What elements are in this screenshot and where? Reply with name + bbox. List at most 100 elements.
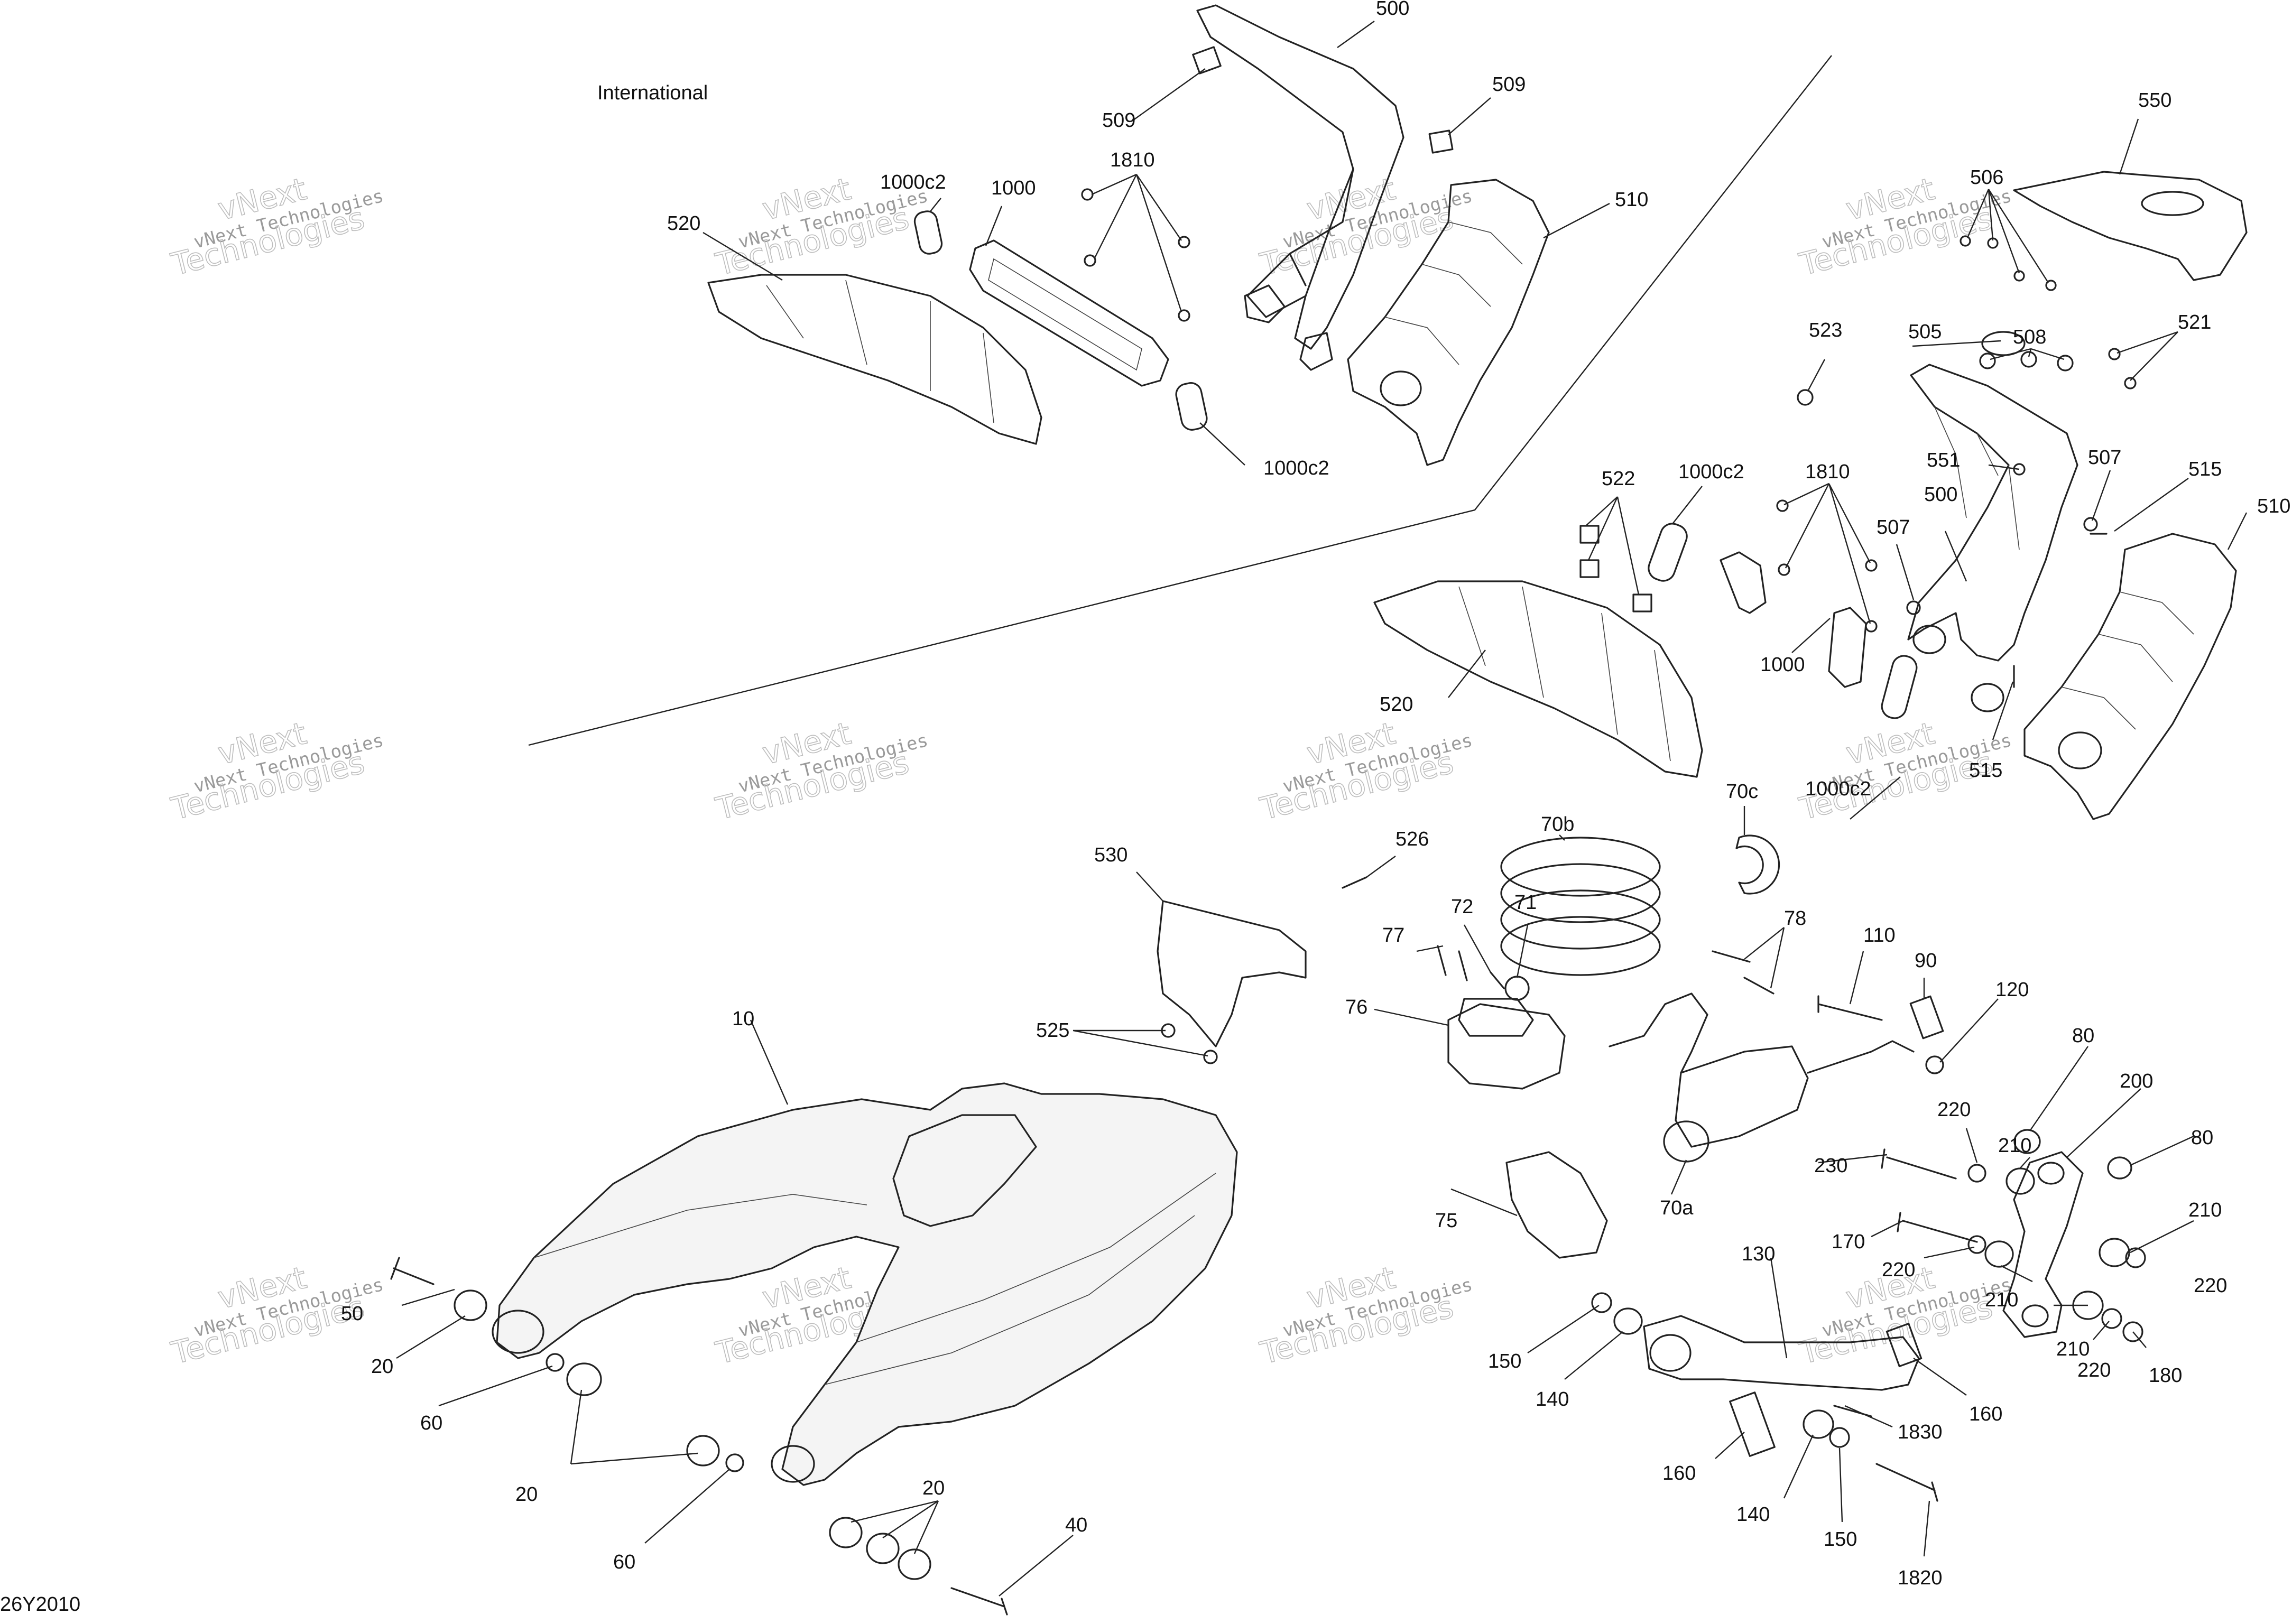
- callout-200: 200: [2120, 1070, 2153, 1092]
- watermark: vNext Technologies vNext Technologies: [711, 714, 930, 827]
- part-20-bearing: [454, 1289, 487, 1321]
- part-550-cover-hole: [2141, 191, 2204, 216]
- part-506-screw: [2013, 270, 2025, 282]
- callout-20: 20: [922, 1477, 945, 1499]
- callout-220: 220: [2077, 1359, 2111, 1381]
- callout-60: 60: [420, 1412, 442, 1434]
- part-1000-plate-intl: [969, 239, 1169, 387]
- part-500-rear-bracket: [1907, 364, 2078, 662]
- part-210-bearing: [2099, 1238, 2130, 1267]
- callout-210: 210: [1985, 1289, 2018, 1311]
- callout-526: 526: [1395, 828, 1429, 850]
- callout-507: 507: [2088, 447, 2121, 469]
- part-510-guard-pivot: [2058, 731, 2102, 769]
- callout-160: 160: [1662, 1462, 1696, 1484]
- callout-70c: 70c: [1726, 781, 1758, 803]
- callout-551: 551: [1927, 449, 1960, 471]
- callout-90: 90: [1915, 950, 1937, 972]
- callout-230: 230: [1814, 1155, 1847, 1177]
- callout-500: 500: [1376, 0, 1409, 20]
- callout-80: 80: [2191, 1127, 2213, 1149]
- part-10-swing-arm-opening: [892, 1114, 1037, 1227]
- part-160-sleeve: [1729, 1391, 1776, 1457]
- parts-layer: [390, 4, 2248, 1616]
- part-1000c2-reflector: [913, 210, 943, 255]
- callout-170: 170: [1832, 1231, 1865, 1253]
- part-521-screw: [2124, 377, 2137, 389]
- callout-522: 522: [1602, 468, 1635, 490]
- callout-20: 20: [515, 1483, 538, 1506]
- part-508-nut: [1979, 352, 1996, 369]
- part-520-mudguard-detail: [766, 280, 994, 423]
- part-1000c2-reflector: [1881, 655, 1918, 719]
- callout-130: 130: [1742, 1243, 1775, 1265]
- part-510-guard: [2023, 533, 2237, 820]
- part-1820-bolt: [1875, 1463, 1938, 1502]
- part-200-rocker-hole: [2037, 1162, 2065, 1185]
- callout-70b: 70b: [1541, 813, 1574, 836]
- part-78-pins: [1712, 950, 1775, 995]
- part-150-washer: [1829, 1427, 1850, 1448]
- region-separator-line: [528, 55, 1832, 746]
- part-220-seal: [2125, 1247, 2146, 1268]
- part-1000-plate-inner: [988, 258, 1142, 371]
- part-70a-shock-eye: [1663, 1120, 1709, 1163]
- callout-500: 500: [1924, 484, 1957, 506]
- callout-220: 220: [2194, 1275, 2227, 1297]
- callout-505: 505: [1908, 321, 1942, 343]
- part-551-screw: [2013, 463, 2026, 476]
- watermark: vNext Technologies vNext Technologies: [711, 170, 930, 283]
- callout-150: 150: [1488, 1350, 1521, 1372]
- part-500-bracket-detail: [1934, 406, 2020, 550]
- part-20-bearing: [829, 1517, 863, 1548]
- part-1000-plate-lower: [1828, 607, 1867, 688]
- part-71-knob: [1504, 976, 1530, 1001]
- callout-210: 210: [2188, 1199, 2222, 1221]
- watermark: vNext Technologies vNext Technologies: [167, 170, 385, 283]
- part-510-guard-ribs: [2061, 591, 2194, 730]
- part-500-bracket-pivot: [1912, 625, 1946, 654]
- part-20-bearing: [898, 1548, 931, 1580]
- callout-508: 508: [2013, 326, 2046, 348]
- callout-507: 507: [1877, 516, 1910, 539]
- callout-509: 509: [1492, 73, 1526, 96]
- part-1810-screw: [1778, 563, 1790, 576]
- callout-1820: 1820: [1898, 1567, 1943, 1589]
- callout-10: 10: [732, 1008, 754, 1030]
- part-509-clip: [1192, 46, 1222, 75]
- callout-525: 525: [1036, 1019, 1069, 1042]
- callout-20: 20: [371, 1356, 393, 1378]
- callout-140: 140: [1536, 1388, 1569, 1410]
- part-230-bolt: [1881, 1148, 1957, 1180]
- part-40-bolt: [950, 1587, 1008, 1616]
- callout-1000c2: 1000c2: [1263, 457, 1329, 479]
- callout-160: 160: [1969, 1403, 2002, 1425]
- part-507-nut: [2083, 517, 2098, 532]
- callout-220: 220: [1882, 1259, 1915, 1281]
- part-508-nut: [2020, 351, 2037, 368]
- callout-210: 210: [1998, 1135, 2031, 1157]
- drawing-code: 26Y2010: [0, 1593, 80, 1616]
- part-520-mudguard-intl: [707, 274, 1042, 445]
- part-550-cover: [2013, 171, 2248, 281]
- part-500-bracket-foot: [1244, 284, 1333, 371]
- part-507-nut: [1906, 600, 1921, 615]
- part-70b-spring: [1500, 837, 1661, 976]
- part-75-bracket: [1505, 1151, 1608, 1259]
- callout-78: 78: [1784, 907, 1806, 930]
- part-1810-screw: [1081, 188, 1094, 201]
- part-506-screw: [1960, 235, 1971, 247]
- part-10-pivot-left: [492, 1310, 544, 1354]
- part-520-mudguard-ribs: [1458, 586, 1671, 762]
- callout-150: 150: [1824, 1528, 1857, 1551]
- part-220-seal: [1967, 1164, 1986, 1183]
- part-210-bearing: [2006, 1167, 2035, 1195]
- callout-60: 60: [613, 1551, 635, 1573]
- callout-76: 76: [1345, 996, 1367, 1018]
- part-1810-screw: [1865, 559, 1878, 572]
- part-1810-screw: [1178, 309, 1190, 322]
- callout-75: 75: [1435, 1210, 1457, 1232]
- callout-520: 520: [1380, 693, 1413, 716]
- part-130-pivot: [1649, 1334, 1692, 1372]
